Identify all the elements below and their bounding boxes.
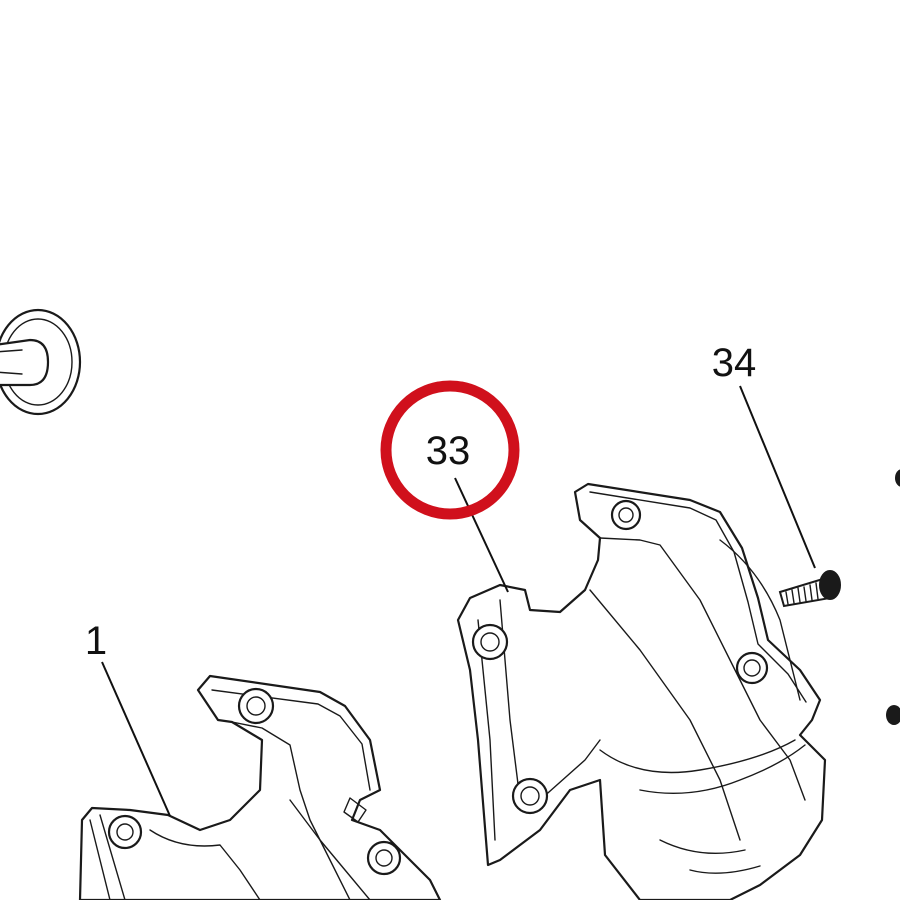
callout-1: 1 <box>85 619 107 663</box>
leader-line-1 <box>101 661 171 817</box>
callout-34: 34 <box>712 341 757 385</box>
callout-33: 33 <box>426 429 471 473</box>
edge-screw-parts <box>886 469 900 725</box>
housing-part-1 <box>78 674 442 900</box>
washer-part <box>0 308 82 416</box>
screw-part-34 <box>778 570 841 608</box>
highlight-ring <box>380 380 520 520</box>
leader-line-34 <box>739 385 816 569</box>
housing-part-33 <box>456 482 827 900</box>
leader-line-33 <box>454 477 509 593</box>
